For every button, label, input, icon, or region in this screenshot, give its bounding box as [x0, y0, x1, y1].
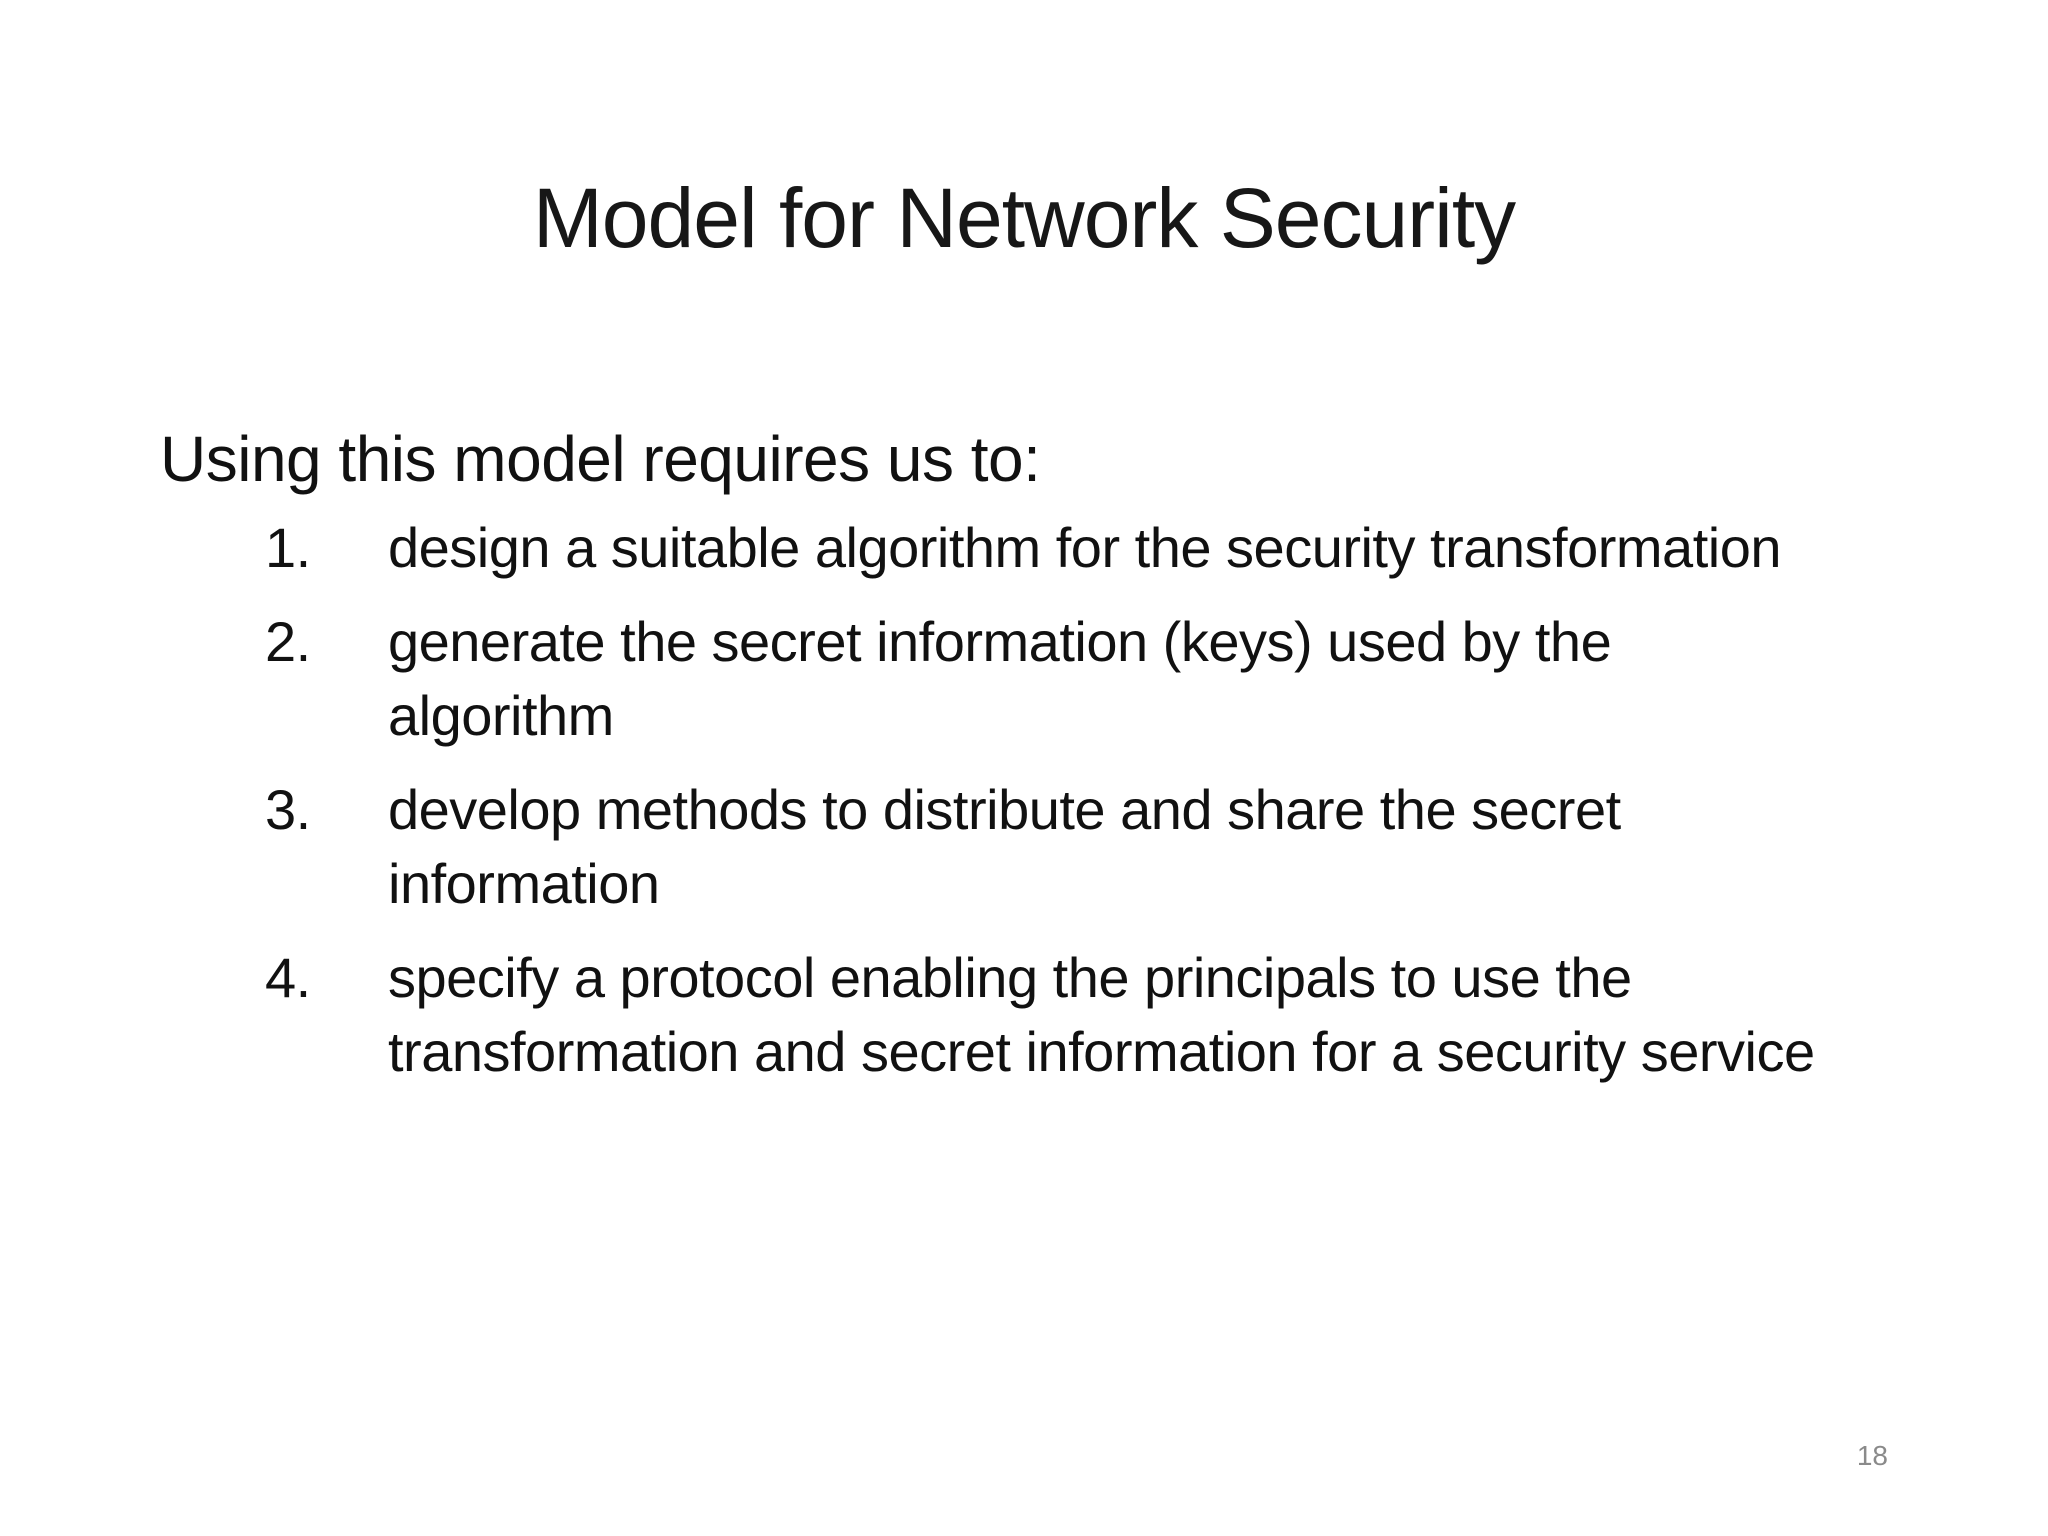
slide-title: Model for Network Security: [532, 171, 1516, 265]
list-item-number: 4.: [265, 945, 311, 1009]
list-item-number: 2.: [265, 610, 311, 674]
list-item-number: 1.: [265, 516, 311, 580]
list-item: 1. design a suitable algorithm for the s…: [265, 511, 1900, 585]
list-item: 3. develop methods to distribute and sha…: [265, 773, 1900, 921]
list-item-number: 3.: [265, 777, 311, 841]
body-heading: Using this model requires us to:: [160, 423, 1041, 495]
list-item-text: specify a protocol enabling the principa…: [388, 945, 1815, 1083]
list-item-text: develop methods to distribute and share …: [388, 777, 1621, 915]
list-item: 2. generate the secret information (keys…: [265, 605, 1900, 753]
numbered-list: 1. design a suitable algorithm for the s…: [160, 511, 1900, 1088]
list-item-text: generate the secret information (keys) u…: [388, 610, 1612, 747]
list-item-text: design a suitable algorithm for the secu…: [388, 516, 1781, 580]
slide-body: Using this model requires us to: 1. desi…: [160, 418, 1900, 1109]
page-number: 18: [1856, 1440, 1888, 1471]
list-item: 4. specify a protocol enabling the princ…: [265, 941, 1900, 1089]
